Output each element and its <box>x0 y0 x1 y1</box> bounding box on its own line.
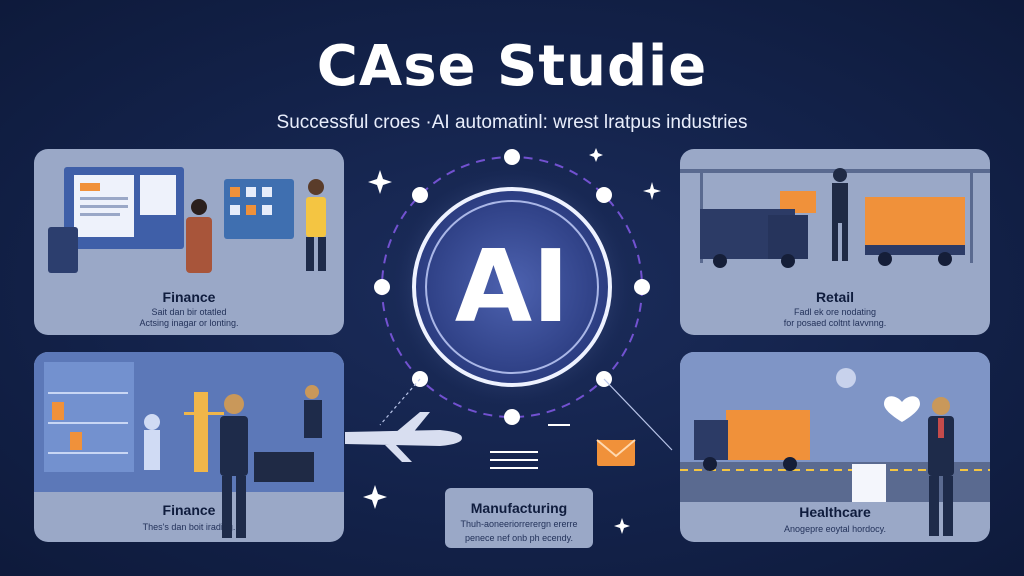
panel-label: Finance <box>162 289 216 305</box>
airplane-icon <box>345 412 462 462</box>
finance-office-illustration <box>48 167 326 273</box>
panel-caption: Thuh-aoneeriorrerergn ererre <box>460 519 578 529</box>
panel-retail[interactable]: Retail Fadl ek ore nodating for posaed c… <box>680 149 990 335</box>
connector-line <box>603 378 673 451</box>
node-dot-icon <box>596 187 612 203</box>
node-dot-icon <box>504 149 520 165</box>
panel-caption: Actsing inagar or lonting. <box>139 318 239 328</box>
sparkle-icon <box>368 170 392 194</box>
panel-caption: penece nef onb ph ecendy. <box>465 533 573 543</box>
sparkles <box>363 148 661 534</box>
connector-line <box>379 378 421 426</box>
node-dot-icon <box>374 279 390 295</box>
node-dot-icon <box>634 279 650 295</box>
retail-warehouse-illustration <box>680 168 990 268</box>
finance-lab-illustration <box>34 352 344 492</box>
panel-caption: Anogepre eoytal hordocy. <box>784 524 886 534</box>
panel-caption: Thes's dan boit irading. <box>142 522 236 532</box>
node-dot-icon <box>412 187 428 203</box>
panel-caption: Sait dan bir otatled <box>151 307 227 317</box>
panel-label: Healthcare <box>799 504 871 520</box>
panel-caption: for posaed coltnt lavvnng. <box>783 318 887 328</box>
panel-finance-bottom[interactable]: Finance Thes's dan boit irading. <box>34 352 344 542</box>
sparkle-icon <box>589 148 603 162</box>
panel-healthcare[interactable]: Healthcare Anogepre eoytal hordocy. <box>680 352 990 542</box>
page-subtitle: Successful croes ·AI automatinl: wrest l… <box>276 112 748 133</box>
node-dot-icon <box>504 409 520 425</box>
sparkle-icon <box>643 182 661 200</box>
businessman-figure <box>220 394 248 538</box>
panel-label: Finance <box>162 502 216 518</box>
panel-caption: Fadl ek ore nodating <box>793 307 877 317</box>
sparkle-icon <box>363 485 387 509</box>
sparkle-icon <box>614 518 630 534</box>
hub-inner-ring <box>425 200 599 374</box>
panel-manufacturing[interactable]: Manufacturing Thuh-aoneeriorrerergn erer… <box>445 488 593 548</box>
hub-core <box>412 187 612 387</box>
panel-label: Manufacturing <box>470 500 568 516</box>
page-title: CAse Studie <box>316 34 708 99</box>
chart-lines-icon <box>490 424 570 469</box>
hub-label: AI <box>454 228 570 345</box>
heart-icon <box>884 396 920 422</box>
doctor-figure <box>928 397 954 536</box>
panel-finance-top[interactable]: Finance Sait dan bir otatled Actsing ina… <box>34 149 344 335</box>
panel-label: Retail <box>815 289 855 305</box>
envelope-icon <box>596 439 636 466</box>
